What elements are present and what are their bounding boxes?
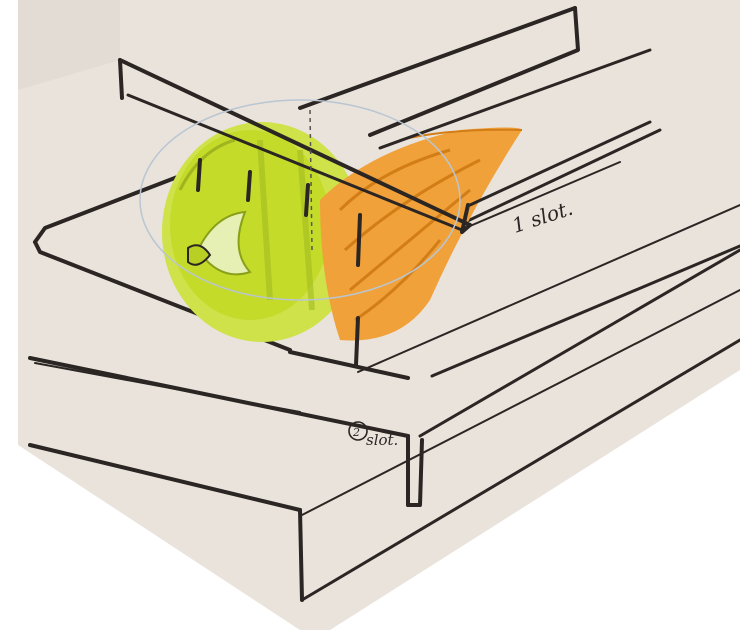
bottom-slot-number: 2 [352,426,360,439]
bottom-slot-label: slot. [366,431,398,449]
